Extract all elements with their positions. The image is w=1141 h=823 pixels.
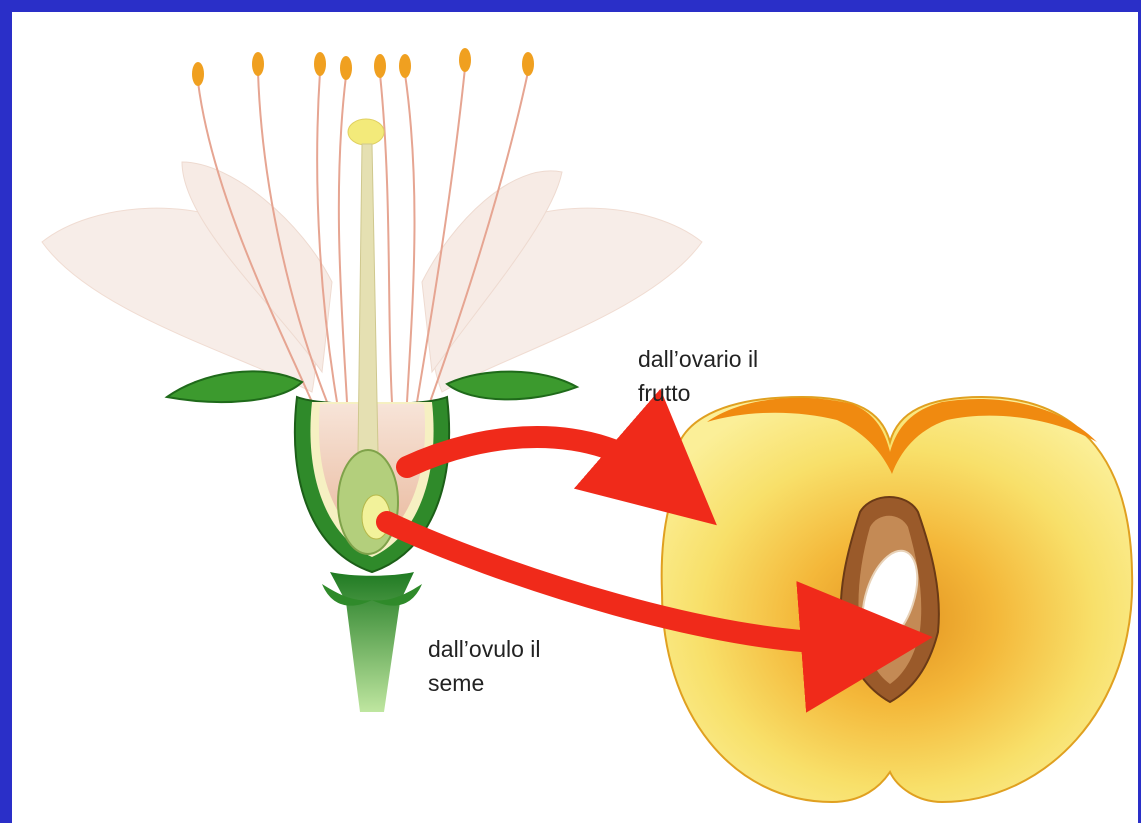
anthers (192, 48, 534, 86)
diagram-canvas: dall’ovario il frutto dall’ovulo il seme (12, 12, 1138, 823)
label-ovule-to-seed: dall’ovulo il seme (428, 632, 541, 700)
label-ovary-to-fruit: dall’ovario il frutto (638, 342, 758, 410)
stem (322, 572, 422, 712)
fruit-cross-section (662, 397, 1133, 802)
diagram-graphic (12, 12, 1138, 823)
